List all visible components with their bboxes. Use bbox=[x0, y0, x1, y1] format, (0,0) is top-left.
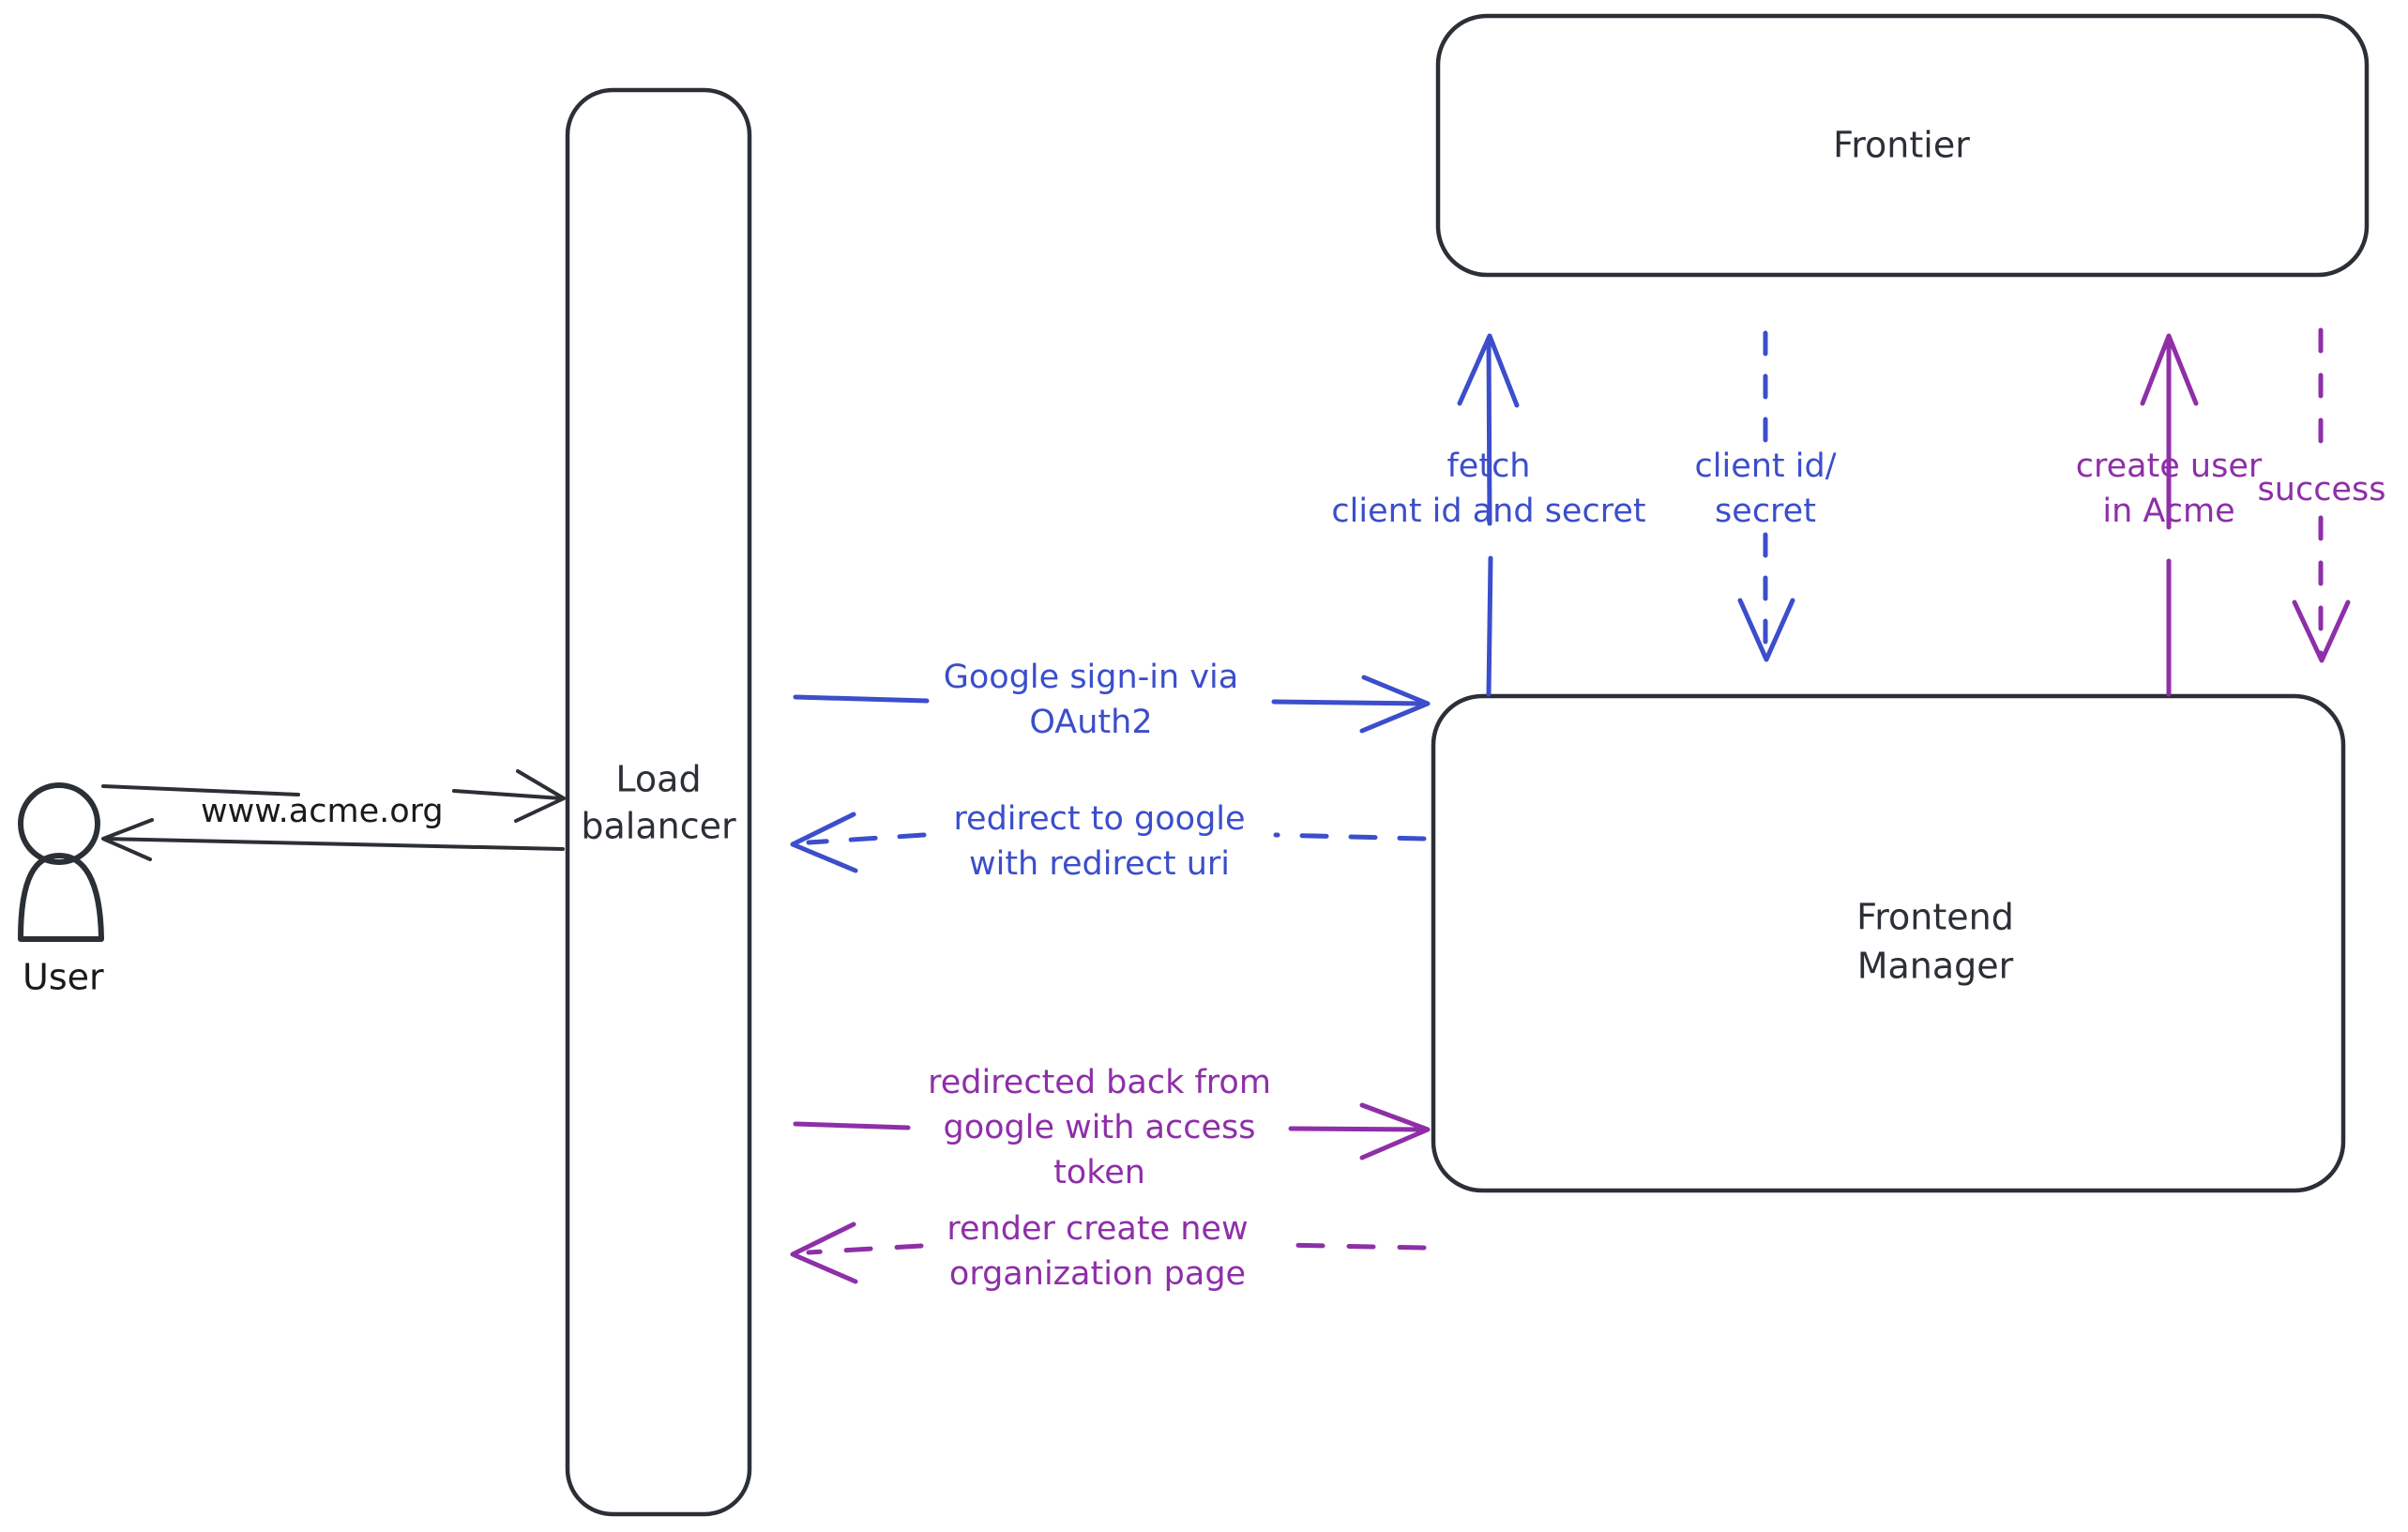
node-frontend-manager[interactable]: Frontend Manager bbox=[1431, 693, 2346, 1193]
edge-fm-to-frontier-fetch[interactable]: fetch client id and secret bbox=[1331, 333, 1646, 697]
actor-user[interactable]: User bbox=[18, 782, 104, 998]
edge-render-label-line1: render create new bbox=[947, 1210, 1248, 1248]
edge-fm-to-frontier-create-user[interactable]: create user in Acme bbox=[2076, 333, 2263, 697]
edge-creds-label-line2: secret bbox=[1715, 493, 1816, 530]
node-load-balancer[interactable]: Load balancer bbox=[565, 87, 752, 1517]
edge-fetch-label-line1: fetch bbox=[1446, 447, 1530, 485]
edge-signin-label-line1: Google sign-in via bbox=[944, 659, 1238, 696]
frontier-label: Frontier bbox=[1833, 125, 1970, 166]
frontend-manager-box bbox=[1431, 693, 2346, 1193]
load-balancer-label-line1: Load bbox=[615, 759, 701, 800]
edge-fm-to-lb-redirect[interactable]: redirect to google with redirect uri bbox=[790, 800, 1427, 883]
edge-redirect-label-line2: with redirect uri bbox=[969, 845, 1230, 883]
edge-create-user-label-line2: in Acme bbox=[2102, 493, 2234, 530]
frontier-box bbox=[1435, 13, 2370, 278]
edge-redirect-label-line1: redirect to google bbox=[953, 800, 1245, 838]
edge-creds-label-line1: client id/ bbox=[1695, 447, 1837, 485]
edge-user-to-lb[interactable]: www.acme.org bbox=[101, 769, 566, 830]
edge-lb-to-fm-token[interactable]: redirected back from google with access … bbox=[793, 1064, 1431, 1191]
load-balancer-box bbox=[565, 87, 752, 1517]
edge-frontier-to-fm-success[interactable]: success bbox=[2258, 327, 2386, 663]
edge-token-label-line2: google with access bbox=[944, 1109, 1256, 1146]
edge-user-to-lb-label: www.acme.org bbox=[201, 793, 444, 830]
actor-user-label: User bbox=[23, 957, 104, 998]
edge-fetch-label-line2: client id and secret bbox=[1331, 493, 1645, 530]
edge-signin-label-line2: OAuth2 bbox=[1029, 704, 1152, 741]
user-body-icon bbox=[18, 853, 104, 942]
edge-lb-to-user[interactable] bbox=[101, 818, 565, 861]
edge-token-label-line3: token bbox=[1053, 1154, 1145, 1191]
edge-create-user-label-line1: create user bbox=[2076, 447, 2263, 485]
frontend-manager-label-line1: Frontend bbox=[1856, 897, 2014, 938]
load-balancer-label-line2: balancer bbox=[581, 806, 736, 847]
frontend-manager-label-line2: Manager bbox=[1857, 946, 2014, 987]
user-head-icon bbox=[18, 782, 100, 865]
edge-fm-to-lb-render[interactable]: render create new organization page bbox=[790, 1210, 1427, 1293]
edge-success-label: success bbox=[2258, 471, 2386, 508]
node-frontier[interactable]: Frontier bbox=[1435, 13, 2370, 278]
edge-lb-to-fm-signin[interactable]: Google sign-in via OAuth2 bbox=[793, 659, 1431, 741]
edge-frontier-to-fm-creds[interactable]: client id/ secret bbox=[1695, 330, 1837, 662]
edge-token-label-line1: redirected back from bbox=[928, 1064, 1271, 1101]
edge-render-label-line2: organization page bbox=[949, 1255, 1246, 1293]
